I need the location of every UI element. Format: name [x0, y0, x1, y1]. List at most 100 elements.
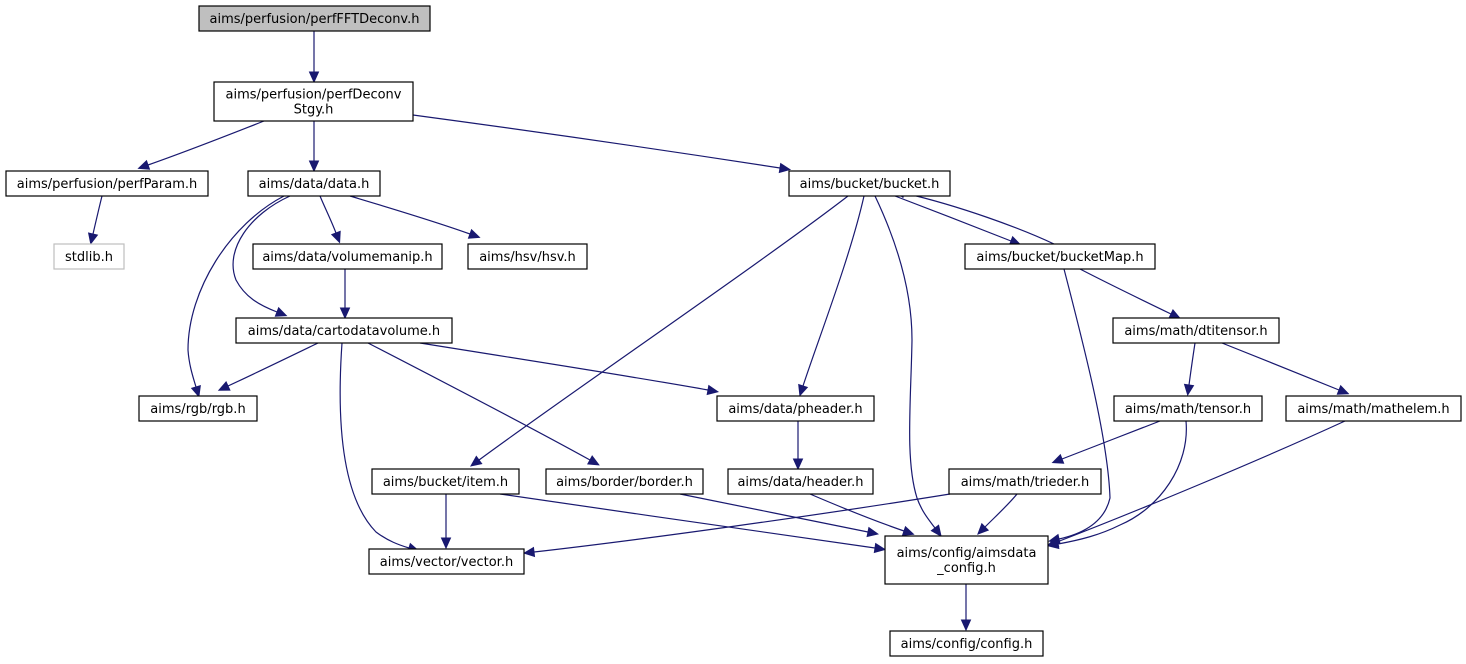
- arrow-head-icon: [1168, 309, 1182, 319]
- edge-cartovol-to-rgb: [217, 342, 319, 391]
- edge-fftdeconv-to-deconvstgy: [308, 31, 320, 84]
- edge-line: [1057, 420, 1187, 545]
- node-label: aims/hsv/hsv.h: [479, 250, 576, 265]
- node-box: [53, 243, 125, 270]
- edge-aimsdataconfig-to-config: [960, 583, 972, 632]
- node-label: aims/math/trieder.h: [961, 475, 1090, 490]
- arrow-head-icon: [977, 522, 990, 535]
- node-label: aims/perfusion/perfFFTDeconv.h: [209, 12, 419, 27]
- node-label: _config.h: [936, 561, 996, 576]
- edge-header-to-aimsdataconfig: [809, 493, 915, 536]
- node-header[interactable]: aims/data/header.h: [727, 468, 874, 495]
- node-volmanip[interactable]: aims/data/volumemanip.h: [252, 243, 443, 270]
- edge-line: [187, 195, 285, 388]
- node-perfparam[interactable]: aims/perfusion/perfParam.h: [5, 170, 209, 197]
- node-dtitensor[interactable]: aims/math/dtitensor.h: [1112, 317, 1280, 344]
- arrow-head-icon: [1336, 384, 1350, 395]
- node-label: aims/data/data.h: [259, 177, 370, 192]
- node-box: [5, 170, 209, 197]
- edge-trieder-to-vector: [522, 493, 951, 558]
- edge-deconvstgy-to-bucketh: [412, 114, 792, 174]
- node-label: aims/rgb/rgb.h: [150, 402, 245, 417]
- edge-line: [412, 114, 781, 169]
- edge-perfparam-to-stdlib: [87, 195, 103, 245]
- node-vector[interactable]: aims/vector/vector.h: [368, 548, 525, 575]
- arrow-head-icon: [960, 619, 972, 632]
- arrow-head-icon: [930, 524, 942, 537]
- node-box: [889, 630, 1044, 657]
- edge-line: [92, 195, 103, 235]
- node-item[interactable]: aims/bucket/item.h: [371, 468, 520, 495]
- edge-cartovol-to-vector: [339, 342, 420, 553]
- node-box: [467, 243, 588, 270]
- node-box: [1113, 395, 1263, 422]
- edge-cartovol-to-pheader: [419, 342, 720, 396]
- edge-border-to-aimsdataconfig: [679, 493, 880, 538]
- node-box: [252, 243, 443, 270]
- arrow-head-icon: [217, 381, 231, 391]
- arrow-head-icon: [1183, 383, 1195, 397]
- node-aimsdataconfig[interactable]: aims/config/aimsdata_config.h: [884, 535, 1049, 585]
- arrow-head-icon: [901, 525, 915, 536]
- arrow-head-icon: [137, 159, 151, 170]
- node-label: aims/bucket/bucketMap.h: [976, 250, 1143, 265]
- arrow-head-icon: [778, 162, 792, 174]
- arrow-head-icon: [87, 232, 99, 245]
- node-fftdeconv[interactable]: aims/perfusion/perfFFTDeconv.h: [198, 5, 431, 32]
- node-rgb[interactable]: aims/rgb/rgb.h: [138, 395, 258, 422]
- edge-line: [419, 342, 709, 391]
- node-label: aims/config/config.h: [901, 637, 1033, 652]
- edge-line: [1058, 268, 1111, 540]
- edge-datah-to-volmanip: [319, 195, 341, 244]
- edges-layer: [87, 31, 1350, 632]
- arrow-head-icon: [190, 385, 201, 398]
- node-box: [371, 468, 520, 495]
- arrow-head-icon: [440, 537, 452, 550]
- edge-trieder-to-aimsdataconfig: [977, 493, 1018, 535]
- edge-deconvstgy-to-perfparam: [137, 120, 265, 170]
- node-hsv[interactable]: aims/hsv/hsv.h: [467, 243, 588, 270]
- arrow-head-icon: [522, 546, 536, 558]
- node-box: [247, 170, 381, 197]
- node-box: [198, 5, 431, 32]
- arrow-head-icon: [873, 542, 887, 554]
- node-label: aims/border/border.h: [556, 475, 693, 490]
- edge-line: [1061, 420, 1161, 460]
- node-stdlib: stdlib.h: [53, 243, 125, 270]
- node-trieder[interactable]: aims/math/trieder.h: [948, 468, 1102, 495]
- arrow-head-icon: [792, 458, 804, 471]
- node-label: aims/data/header.h: [737, 475, 863, 490]
- node-border[interactable]: aims/border/border.h: [545, 468, 704, 495]
- node-datah[interactable]: aims/data/data.h: [247, 170, 381, 197]
- node-label: stdlib.h: [65, 250, 113, 265]
- edge-line: [874, 195, 936, 529]
- node-pheader[interactable]: aims/data/pheader.h: [716, 395, 875, 422]
- node-tensor[interactable]: aims/math/tensor.h: [1113, 395, 1263, 422]
- arrow-head-icon: [308, 71, 320, 84]
- edge-line: [499, 493, 876, 549]
- node-box: [716, 395, 875, 422]
- arrow-head-icon: [469, 455, 483, 467]
- node-box: [138, 395, 258, 422]
- edge-line: [1221, 342, 1340, 391]
- node-bucketmap[interactable]: aims/bucket/bucketMap.h: [964, 243, 1156, 270]
- node-label: aims/math/tensor.h: [1125, 402, 1251, 417]
- edge-datah-to-cartovol: [232, 195, 291, 317]
- edge-datah-to-hsv: [349, 195, 481, 239]
- node-bucketh[interactable]: aims/bucket/bucket.h: [788, 170, 951, 197]
- edge-datah-to-rgb: [187, 195, 285, 398]
- node-box: [1285, 395, 1462, 422]
- node-config[interactable]: aims/config/config.h: [889, 630, 1044, 657]
- edge-item-to-vector: [440, 493, 452, 550]
- arrow-head-icon: [274, 306, 288, 317]
- edge-line: [802, 195, 865, 387]
- edge-volmanip-to-cartovol: [339, 268, 351, 320]
- node-cartovol[interactable]: aims/data/cartodatavolume.h: [235, 317, 453, 344]
- node-mathelem[interactable]: aims/math/mathelem.h: [1285, 395, 1462, 422]
- arrow-head-icon: [706, 384, 720, 396]
- edge-line: [367, 342, 591, 461]
- edge-line: [349, 195, 471, 235]
- edge-bucketh-to-pheader: [798, 195, 865, 397]
